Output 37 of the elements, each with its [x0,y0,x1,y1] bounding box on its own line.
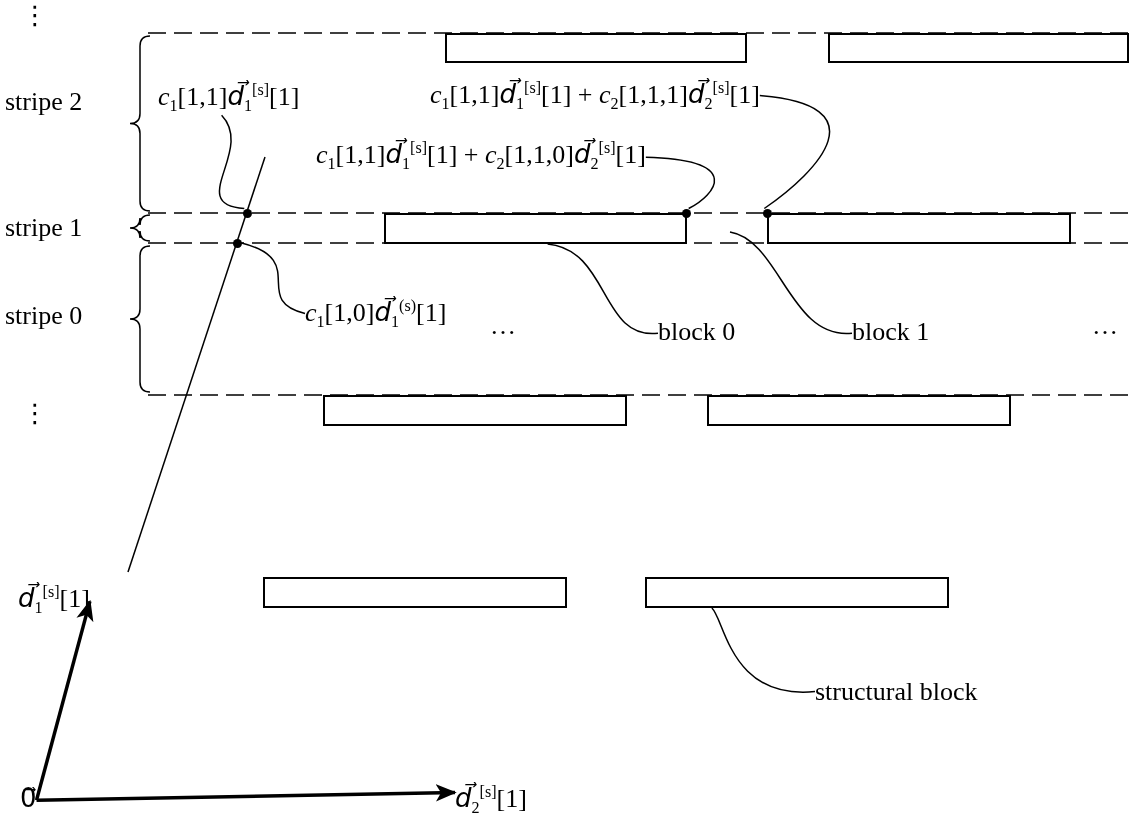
vector-label: 0⃗ [20,783,37,815]
formula-label: c$_{1}$[1,0]d⃗$_{1}$$^{(s)}$[1] [305,296,447,332]
formula-label: c$_{1}$[1,1]d⃗$_{1}$$^{[s]}$[1] + c$_{2}$[1,1,1]d⃗$_{2}$$^{[s]}$[1] [430,78,760,114]
vector-label: d⃗$_{2}$$^{[s]}$[1] [455,782,527,818]
structural-block-bar [263,577,567,608]
leader-line [729,231,853,334]
structural-block-bar [707,395,1011,426]
structural-block-bar [323,395,627,426]
block-label: block 1 [852,316,930,348]
vector-arrow [34,599,94,801]
block-label: block 0 [658,316,736,348]
formula-label: c$_{1}$[1,1]d⃗$_{1}$$^{[s]}$[1] + c$_{2}$[1,1,0]d⃗$_{2}$$^{[s]}$[1] [316,138,646,174]
leader-line [645,156,716,210]
structural-block-bar [767,213,1071,244]
ellipsis: … [490,310,516,342]
structural-block-bar [828,33,1129,63]
junction-dot [232,238,242,248]
structural-block-bar [645,577,949,608]
junction-dot [681,208,691,218]
leader-line [546,243,659,334]
vector-arrow [36,784,457,802]
structural-block-bar [445,33,747,63]
stripe-label: stripe 2 [5,86,83,118]
stripe-label: stripe 0 [5,300,83,332]
leader-line [240,242,306,315]
leader-line [759,94,831,210]
formula-label: c$_{1}$[1,1]d⃗$_{1}$$^{[s]}$[1] [158,80,300,116]
structural-block-bar [384,213,687,244]
block-label: structural block [815,676,978,708]
ellipsis: … [1092,310,1118,342]
leader-line [218,114,246,210]
vertical-ellipsis: ⋮ [22,0,48,32]
leader-line [711,607,816,693]
vertical-ellipsis: ⋮ [22,398,48,430]
stripe-label: stripe 1 [5,212,83,244]
junction-dot [762,208,772,218]
junction-dot [242,208,252,218]
